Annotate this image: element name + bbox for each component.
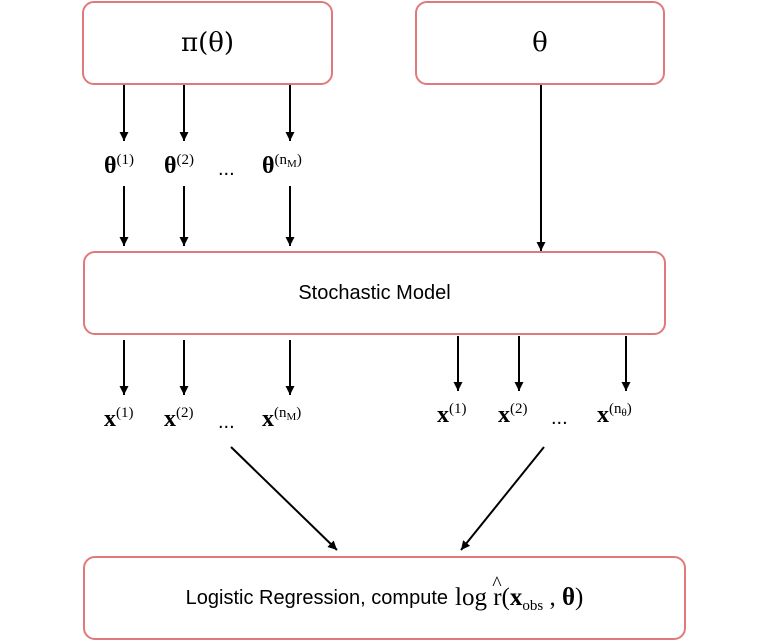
x-obs-symbol: x (509, 584, 523, 611)
arrow-right-to-regression (460, 446, 545, 551)
x-ellipsis-right: ... (551, 407, 568, 429)
obs-subscript: obs (522, 598, 544, 614)
theta-sample-nM: θ(nM) (262, 152, 302, 179)
x-right-sample-2: x(2) (498, 401, 528, 428)
stochastic-model-label: Stochastic Model (298, 281, 451, 304)
theta-symbol: θ (561, 584, 576, 611)
theta-ellipsis: ... (218, 158, 235, 180)
regression-text: Logistic Regression, compute (185, 586, 448, 609)
stochastic-model-box: Stochastic Model (83, 251, 666, 335)
r-hat: ^r (492, 573, 502, 611)
log-symbol: log (455, 584, 487, 611)
theta-box: θ (415, 1, 665, 85)
arrow-left-to-regression (230, 446, 338, 551)
r-symbol: r (493, 584, 502, 611)
prior-label: π(θ) (180, 28, 235, 58)
x-ellipsis-left: ... (218, 411, 235, 433)
x-sample-1: x(1) (104, 405, 134, 432)
logistic-regression-box: Logistic Regression, compute log ^r(xobs… (83, 556, 686, 640)
theta-sample-2: θ(2) (164, 152, 195, 179)
x-right-sample-ntheta: x(nθ) (597, 401, 632, 428)
x-right-sample-1: x(1) (437, 401, 467, 428)
regression-formula: log ^r(xobs , θ) (455, 573, 584, 614)
theta-sample-1: θ(1) (104, 152, 135, 179)
theta-label: θ (532, 28, 548, 58)
x-sample-nM: x(nM) (262, 405, 302, 432)
x-sample-2: x(2) (164, 405, 194, 432)
prior-box: π(θ) (82, 1, 333, 85)
